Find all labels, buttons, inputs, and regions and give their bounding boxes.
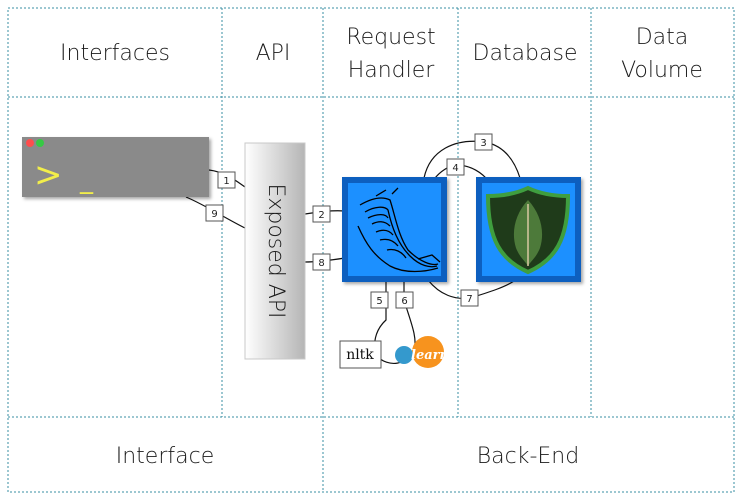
swimlane-grid bbox=[7, 7, 735, 493]
exposed-api-label: Exposed API bbox=[263, 183, 288, 318]
terminal-prompt: > bbox=[34, 155, 63, 195]
svg-text:3: 3 bbox=[480, 138, 486, 149]
svg-text:7: 7 bbox=[466, 294, 472, 305]
column-header-database: Database bbox=[473, 41, 578, 66]
scikit-learn-logo-icon: learn bbox=[395, 336, 449, 368]
column-header-handler-line2: Handler bbox=[348, 58, 436, 83]
edge-label-4: 4 bbox=[446, 158, 465, 176]
edge-label-7: 7 bbox=[460, 289, 479, 307]
terminal-close-dot bbox=[26, 139, 34, 147]
exposed-api-box: Exposed API bbox=[244, 142, 306, 360]
svg-text:2: 2 bbox=[318, 210, 324, 221]
edge-label-6: 6 bbox=[395, 291, 414, 309]
nltk-label: nltk bbox=[346, 347, 374, 363]
edge-labels: 1 9 2 8 3 4 5 6 bbox=[205, 133, 493, 309]
mongodb-tile bbox=[476, 177, 581, 282]
svg-text:9: 9 bbox=[211, 209, 217, 220]
terminal-max-dot bbox=[36, 139, 44, 147]
column-header-volume-line2: Volume bbox=[621, 58, 703, 83]
edge-label-2: 2 bbox=[312, 205, 331, 223]
edge-label-1: 1 bbox=[217, 171, 236, 189]
flask-horn-icon bbox=[357, 187, 441, 273]
terminal-window-icon: > _ bbox=[22, 137, 209, 197]
svg-text:4: 4 bbox=[452, 163, 458, 174]
svg-text:5: 5 bbox=[376, 296, 382, 307]
column-header-handler-line1: Request bbox=[346, 25, 435, 50]
nltk-library-box: nltk bbox=[339, 340, 382, 369]
mongodb-leaf-icon bbox=[513, 200, 543, 266]
connector-3 bbox=[423, 140, 521, 179]
edge-label-5: 5 bbox=[370, 291, 389, 309]
flask-tile bbox=[342, 177, 447, 282]
column-header-interfaces: Interfaces bbox=[60, 41, 170, 66]
svg-text:6: 6 bbox=[401, 296, 407, 307]
terminal-cursor: _ bbox=[79, 165, 94, 195]
sklearn-label: learn bbox=[411, 348, 449, 363]
edge-label-8: 8 bbox=[312, 253, 331, 271]
column-header-volume-line1: Data bbox=[636, 25, 689, 50]
edge-label-9: 9 bbox=[205, 204, 224, 222]
footer-label-interface: Interface bbox=[116, 444, 215, 469]
svg-text:8: 8 bbox=[318, 258, 324, 269]
connector-5-6 bbox=[374, 282, 416, 364]
footer-label-backend: Back-End bbox=[477, 444, 579, 469]
edge-label-3: 3 bbox=[474, 133, 493, 151]
column-header-api: API bbox=[256, 41, 291, 66]
svg-text:1: 1 bbox=[223, 176, 229, 187]
